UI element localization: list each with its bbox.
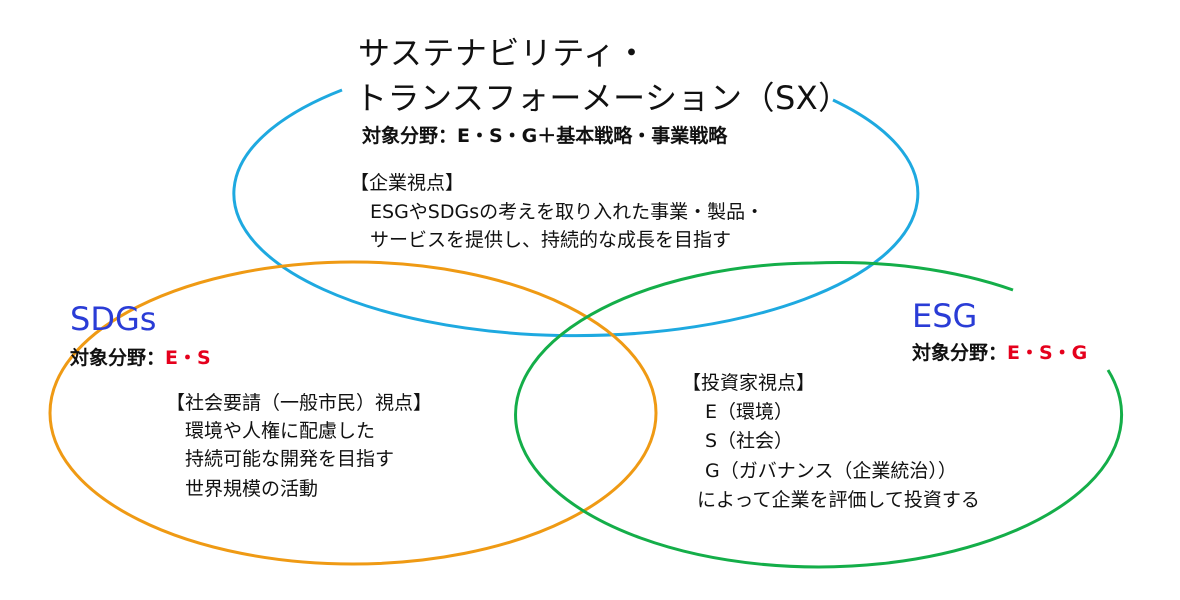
esg-circle [514, 260, 1124, 569]
sx-description-line1: ESGやSDGsの考えを取り入れた事業・製品・ [370, 201, 765, 223]
sdgs-field: 対象分野：E・S [70, 349, 211, 368]
sx-description-line2: サービスを提供し、持続的な成長を目指す [370, 229, 732, 251]
sx-field-label: 対象分野：E・S・G＋基本戦略・事業戦略 [362, 125, 728, 147]
esg-description-line2: S（社会） [705, 430, 794, 452]
sdgs-viewpoint: 【社会要請（一般市民）視点】 [166, 392, 433, 414]
sx-viewpoint: 【企業視点】 [350, 172, 465, 194]
sx-title-line1: サステナビリティ・ [358, 34, 648, 72]
sdgs-field-value: E・S [165, 347, 211, 369]
sdgs-field-label: 対象分野： [70, 347, 166, 369]
esg-field-label: 対象分野： [912, 342, 1008, 364]
esg-field: 対象分野：E・S・G [912, 344, 1087, 363]
sdgs-description-line3: 世界規模の活動 [185, 478, 319, 500]
sdgs-circle [48, 260, 658, 566]
esg-field-value: E・S・G [1007, 342, 1088, 364]
esg-viewpoint: 【投資家視点】 [682, 372, 816, 394]
sdgs-description-line1: 環境や人権に配慮した [185, 420, 376, 442]
sdgs-description-line2: 持続可能な開発を目指す [185, 448, 395, 470]
esg-description-line1: E（環境） [705, 401, 794, 423]
esg-description-line3: G（ガバナンス（企業統治）） [705, 460, 957, 482]
sx-title-line2: トランスフォーメーション（SX） [355, 79, 851, 117]
sdgs-title: SDGs [70, 300, 157, 338]
esg-title: ESG [912, 297, 978, 335]
esg-description-line4: によって企業を評価して投資する [697, 489, 980, 511]
